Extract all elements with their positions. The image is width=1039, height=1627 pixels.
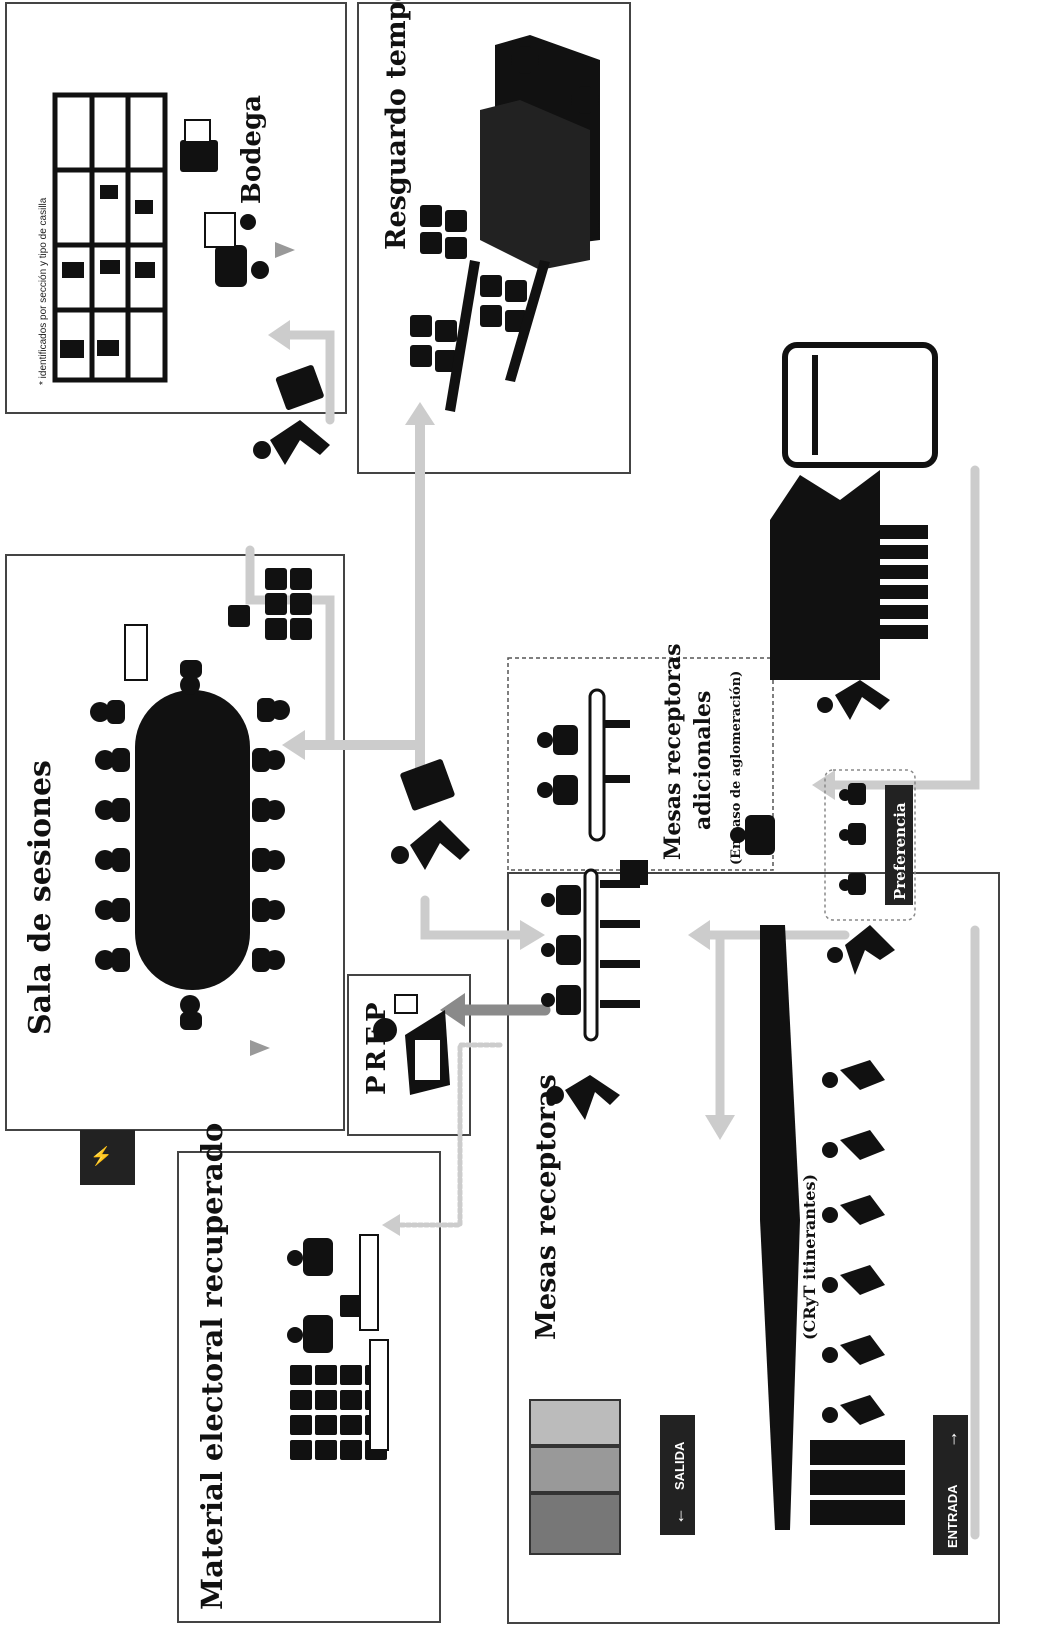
bodega-worker-icon [205,213,269,287]
recovery-workers-icon [287,1238,365,1353]
flow-arrow-to-mesas [425,900,525,935]
sala-box-stack-icon [228,568,312,640]
arrow-head-material [382,1214,400,1236]
arrow-head-bodega [268,320,290,350]
salida-label: SALIDA [672,1441,687,1490]
arrow-head-sala [282,730,305,760]
recovery-table [360,1235,378,1330]
resguardo-title: Resguardo temporal [381,0,412,250]
arrow-head-mesas [520,920,545,950]
cryt-label: (CRyT itinerantes) [800,1174,819,1340]
tent-icon [770,470,880,680]
arrow-head-bus [812,770,835,800]
arrow-head-fila [705,1115,735,1140]
additional-tables-icon [537,690,630,840]
vehicle-icons [480,35,600,270]
sala-sign [125,625,147,680]
voter-queue-icons [810,1060,905,1525]
bodega-note: * identificados por sección y tipo de ca… [38,197,49,385]
material-title: Material electoral recuperado [195,1123,229,1610]
entrada-arrow-icon: → [941,1430,961,1448]
bodega-shelves [55,95,165,380]
salida-arrow-icon: ← [668,1507,688,1525]
sala-entry-marker-icon [250,1040,270,1056]
ballot-boxes-icon [878,525,928,639]
arrow-head-resguardo [405,402,435,425]
carrier-worker-icon [253,364,330,465]
preferencia-icons [839,783,866,895]
recovery-table-2 [370,1340,388,1450]
carrier-worker-icon-2 [391,758,470,870]
bodega-boxes [60,185,155,358]
mesas-adicionales-line-1: Mesas receptoras [660,644,686,860]
bodega-title: Bodega [237,95,267,204]
session-table [135,690,250,990]
power-building-icon: ⚡ [80,1130,135,1185]
sala-title: Sala de sesiones [23,760,58,1035]
bodega-entry-marker-icon [275,242,295,258]
portable-booths-icon [530,1400,620,1554]
arrow-head-mesa-return [688,920,710,950]
reception-table-icon [541,860,648,1040]
svg-text:⚡: ⚡ [90,1145,112,1167]
mesas-adicionales-line-2: adicionales [690,691,716,830]
bus-carrier-icon [817,680,890,720]
entrada-label: ENTRADA [945,1484,960,1548]
bodega-box-icon [180,120,218,172]
prep-title: PREP [362,998,392,1095]
voter-queue-divider [760,925,800,1530]
bus-icon [785,345,935,465]
mesas-receptoras-title: Mesas receptoras [531,1074,562,1340]
preferencia-label: Preferencia [891,802,909,900]
